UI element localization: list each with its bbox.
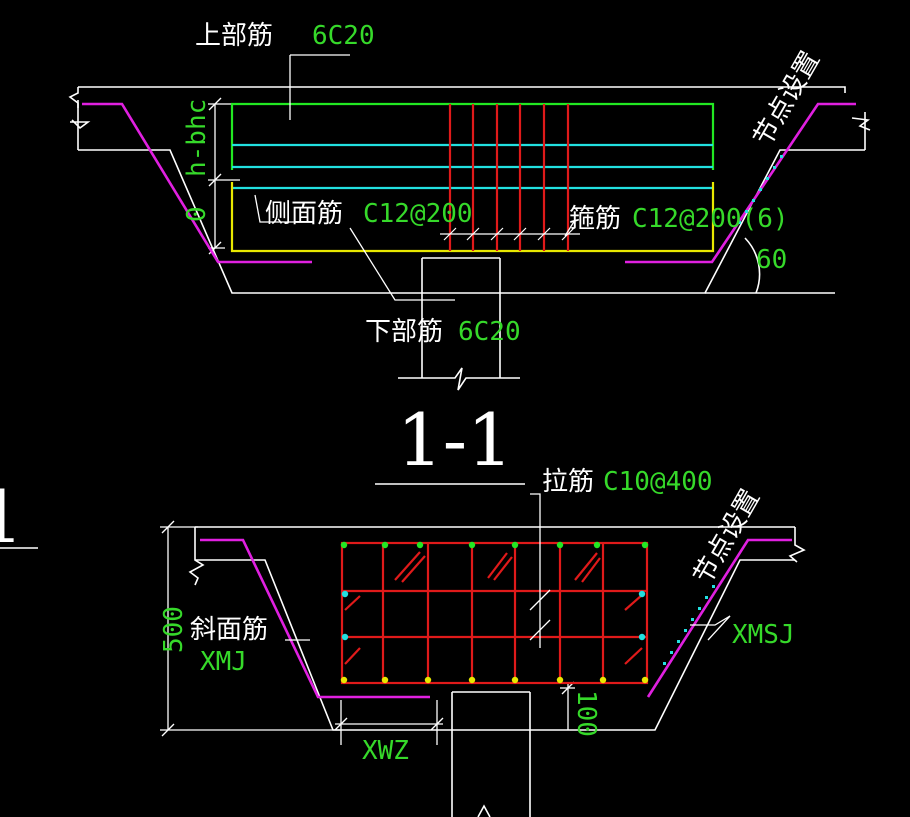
node-dots-bottom [663,585,715,665]
bottom-slope-bars [200,538,792,699]
width-code: XWZ [362,736,409,766]
side-bar-label: 侧面筋 [265,199,343,229]
bottom-bar-value: 6C20 [458,317,521,347]
bottom-bar-label: 下部筋 [365,317,443,347]
bottom-leaders [285,493,731,648]
bottom-rebar-grid [340,541,649,685]
tie-label: 拉筋 [542,467,594,497]
section-title: 1-1 [397,398,513,482]
dim-h-bhc: h-bhc [182,99,212,177]
side-fragment: 1 [0,475,24,559]
stirrup-label: 箍筋 [569,204,621,234]
depth-dimension [160,520,340,737]
top-leaders [254,54,576,301]
top-slope-bars [82,102,856,264]
xwz-dimension [334,700,444,745]
angle-label: 60 [756,245,787,275]
depth-dim-label: 500 [159,606,189,653]
top-bar-value: 6C20 [312,21,375,51]
top-bar-label: 上部筋 [195,21,273,51]
cover-dim-label: 100 [571,690,601,737]
bottom-section: 拉筋 C10@400 节点设置 斜面筋 XMJ XMSJ 500 100 XWZ [159,467,806,817]
bottom-bar-dots [340,541,649,684]
dim-zero: 0 [182,206,212,222]
top-stirrups [448,104,570,251]
node-note-top: 节点设置 [748,46,826,151]
node-dots-top [738,155,783,224]
slope-bar-code: XMJ [200,647,247,677]
right-code: XMSJ [732,620,795,650]
stirrup-value: C12@200(6) [632,204,789,234]
side-bar-value: C12@200 [363,199,473,229]
top-outline [68,86,871,391]
slope-bar-label: 斜面筋 [190,615,268,645]
stirrup-spacing-dim [440,227,580,241]
top-left-dimension [208,97,240,255]
top-section: 上部筋 6C20 侧面筋 C12@200 箍筋 C12@200(6) 下部筋 6… [68,21,871,391]
tie-value: C10@400 [603,467,713,497]
